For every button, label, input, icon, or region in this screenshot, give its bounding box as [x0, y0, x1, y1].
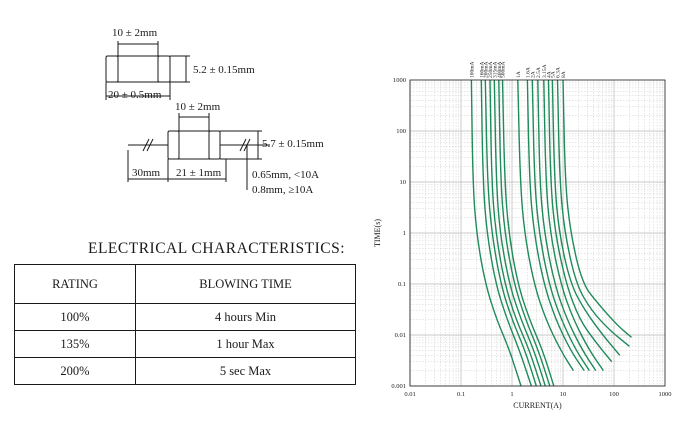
- series-label: 2A: [530, 71, 536, 78]
- y-tick-label: 1: [403, 230, 406, 237]
- series-label: 200mA: [483, 61, 489, 78]
- series-curve-8A: [562, 79, 632, 338]
- y-axis-label: TIME(s): [373, 219, 382, 247]
- rating-cell: 135%: [14, 330, 136, 358]
- x-tick-label: 1000: [659, 391, 672, 398]
- time-cell: 4 hours Min: [135, 303, 356, 331]
- y-tick-label: 1000: [393, 77, 406, 84]
- series-curve-500mA: [501, 79, 555, 387]
- series-label: 250mA: [488, 61, 494, 78]
- series-label: 1A: [516, 71, 522, 78]
- fuse-dimension-drawing: 10 ± 2mm 5.2 ± 0.15mm 20 ± 0.5mm 10 ± 2m…: [105, 27, 324, 196]
- series-curve-5A: [551, 79, 621, 356]
- series-curve-250mA: [489, 79, 542, 387]
- series-curve-2A: [531, 79, 590, 371]
- series-curve-2.5A: [537, 79, 597, 371]
- top-fuse: 10 ± 2mm 5.2 ± 0.15mm 20 ± 0.5mm: [105, 27, 255, 101]
- x-tick-label: 100: [609, 391, 619, 398]
- electrical-characteristics-title: ELECTRICAL CHARACTERISTICS:: [88, 240, 346, 257]
- x-tick-label: 1: [510, 391, 513, 398]
- rating-cell: 100%: [14, 303, 136, 331]
- series-label: 500mA: [500, 61, 506, 78]
- y-tick-label: 0.001: [391, 383, 406, 390]
- lead-length-label: 30mm: [132, 167, 161, 179]
- table-header-row: RATING BLOWING TIME: [14, 264, 356, 304]
- series-label: 315mA: [492, 61, 498, 78]
- top-body-length-label: 10 ± 2mm: [112, 27, 158, 39]
- x-tick-label: 0.1: [457, 391, 465, 398]
- header-rating: RATING: [14, 264, 136, 304]
- electrical-characteristics-table: RATING BLOWING TIME 100% 4 hours Min 135…: [14, 264, 356, 385]
- lead-dia-small-label: 0.65mm, <10A: [252, 169, 319, 181]
- series-curve-4A: [547, 79, 613, 363]
- series-curve-6.3A: [556, 79, 630, 347]
- chart-curves: [470, 79, 632, 387]
- header-blowing-time: BLOWING TIME: [135, 264, 356, 304]
- y-tick-label: 0.1: [398, 281, 406, 288]
- rating-cell: 200%: [14, 357, 136, 385]
- chart-grid: [409, 80, 665, 387]
- series-label: 6.3A: [555, 67, 561, 78]
- series-curve-100mA: [470, 79, 522, 387]
- x-axis-label: CURRENT(A): [513, 401, 562, 410]
- x-tick-label: 0.01: [404, 391, 415, 398]
- series-label: 1.6A: [525, 67, 531, 78]
- table-row: 200% 5 sec Max: [14, 357, 356, 385]
- lead-dia-large-label: 0.8mm, ≥10A: [252, 184, 313, 196]
- series-label: 100mA: [469, 61, 475, 78]
- series-label: 400mA: [497, 61, 503, 78]
- time-cell: 5 sec Max: [135, 357, 356, 385]
- series-label: 8A: [561, 71, 567, 78]
- series-label: 160mA: [479, 61, 485, 78]
- series-label: 5A: [550, 71, 556, 78]
- x-tick-label: 10: [560, 391, 567, 398]
- series-label: 4A: [547, 71, 553, 78]
- series-curve-1.6A: [526, 79, 585, 371]
- series-curve-315mA: [493, 79, 546, 387]
- lead-cap-length-label: 21 ± 1mm: [176, 167, 222, 179]
- series-curve-160mA: [480, 79, 533, 387]
- series-label: 3.15A: [542, 64, 548, 78]
- top-overall-length-label: 20 ± 0.5mm: [108, 89, 162, 101]
- series-curve-1A: [517, 79, 574, 371]
- series-curve-400mA: [498, 79, 551, 387]
- y-tick-label: 100: [396, 128, 406, 135]
- y-tick-label: 0.01: [395, 332, 406, 339]
- top-diameter-label: 5.2 ± 0.15mm: [193, 64, 255, 76]
- lead-body-length-label: 10 ± 2mm: [175, 101, 221, 113]
- series-label: 2.5A: [536, 67, 542, 78]
- series-curve-200mA: [484, 79, 537, 387]
- lead-diameter-label: 5.7 ± 0.15mm: [262, 138, 324, 150]
- plot-frame: [409, 79, 666, 387]
- series-curve-3.15A: [543, 79, 604, 371]
- time-cell: 1 hour Max: [135, 330, 356, 358]
- table-row: 135% 1 hour Max: [14, 330, 356, 358]
- lead-fuse: 10 ± 2mm 5.7 ± 0.15mm 30mm 21 ± 1mm 0.65…: [127, 101, 324, 196]
- y-tick-label: 10: [400, 179, 407, 186]
- table-row: 100% 4 hours Min: [14, 303, 356, 331]
